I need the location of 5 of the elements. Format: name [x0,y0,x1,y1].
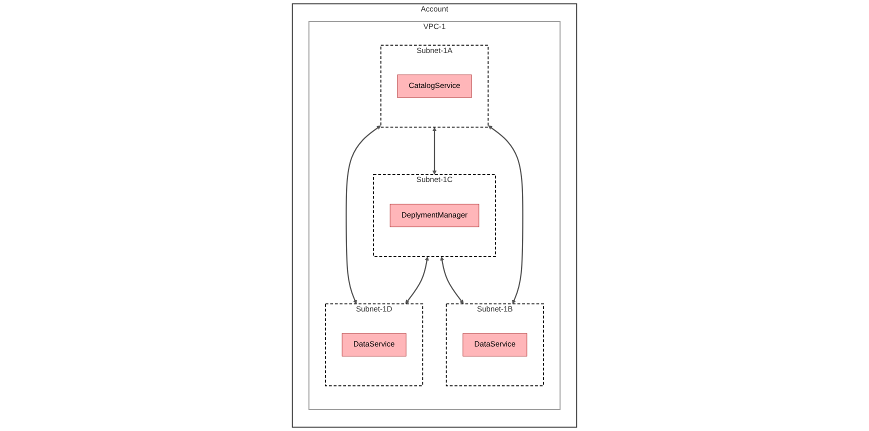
arrow [432,127,437,175]
arrow [405,256,429,304]
arrow [440,256,464,304]
arrow [346,125,381,304]
arrow [488,125,524,304]
